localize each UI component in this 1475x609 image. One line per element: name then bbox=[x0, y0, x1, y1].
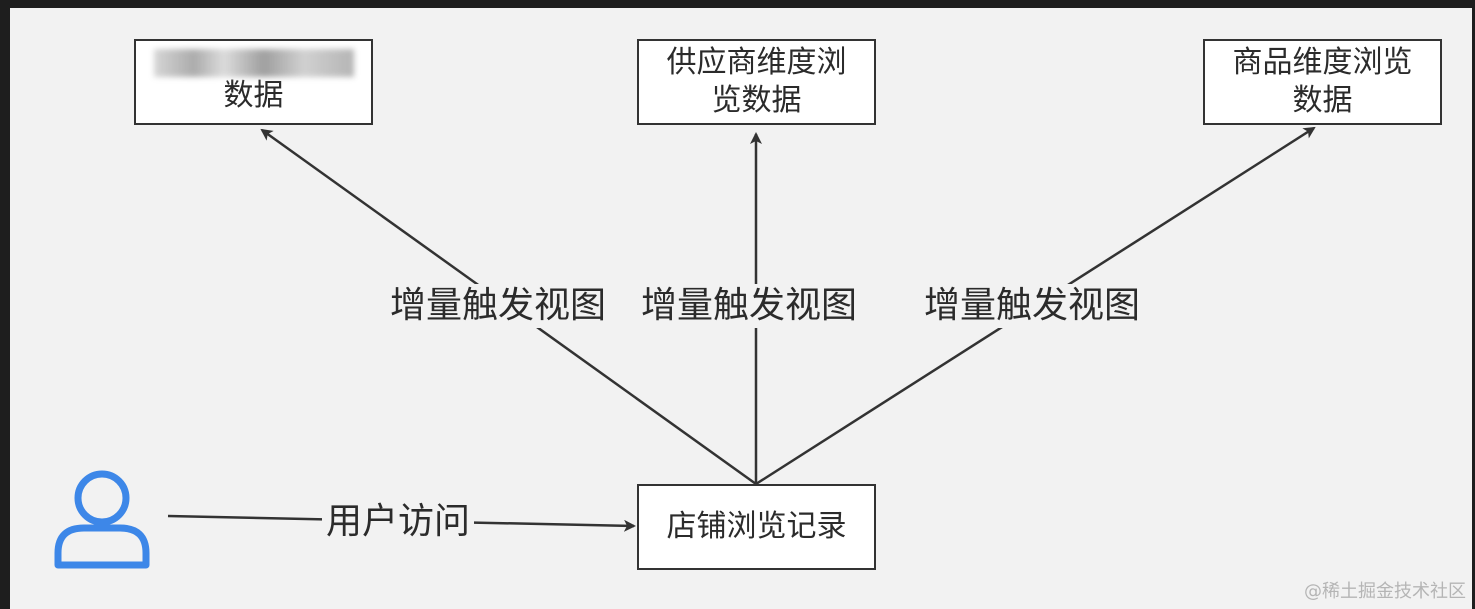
node-supplier-line1: 供应商维度浏 bbox=[666, 45, 847, 80]
edge-label-trigger-right: 增量触发视图 bbox=[920, 284, 1145, 328]
diagram-canvas: 数据 供应商维度浏 览数据 商品维度浏览 数据 店铺浏览记录 增量触发视图 增量… bbox=[10, 8, 1472, 609]
node-supplier-browse-data: 供应商维度浏 览数据 bbox=[637, 39, 876, 125]
edge-label-user-access: 用户访问 bbox=[322, 500, 475, 544]
node-product-browse-data: 商品维度浏览 数据 bbox=[1203, 39, 1442, 125]
node-product-line2: 数据 bbox=[1292, 83, 1353, 118]
node-store-browse-record: 店铺浏览记录 bbox=[637, 484, 876, 570]
node-store-label: 店铺浏览记录 bbox=[666, 509, 847, 544]
node-product-line1: 商品维度浏览 bbox=[1232, 45, 1413, 80]
edge-label-trigger-left: 增量触发视图 bbox=[386, 284, 611, 328]
node-redacted-line2: 数据 bbox=[223, 78, 284, 113]
node-supplier-line2: 览数据 bbox=[711, 83, 802, 118]
user-icon bbox=[54, 470, 150, 569]
redacted-text bbox=[153, 49, 354, 77]
node-redacted-data: 数据 bbox=[134, 39, 373, 125]
watermark: @稀土掘金技术社区 bbox=[1304, 581, 1466, 602]
edge-label-trigger-mid: 增量触发视图 bbox=[637, 284, 862, 328]
